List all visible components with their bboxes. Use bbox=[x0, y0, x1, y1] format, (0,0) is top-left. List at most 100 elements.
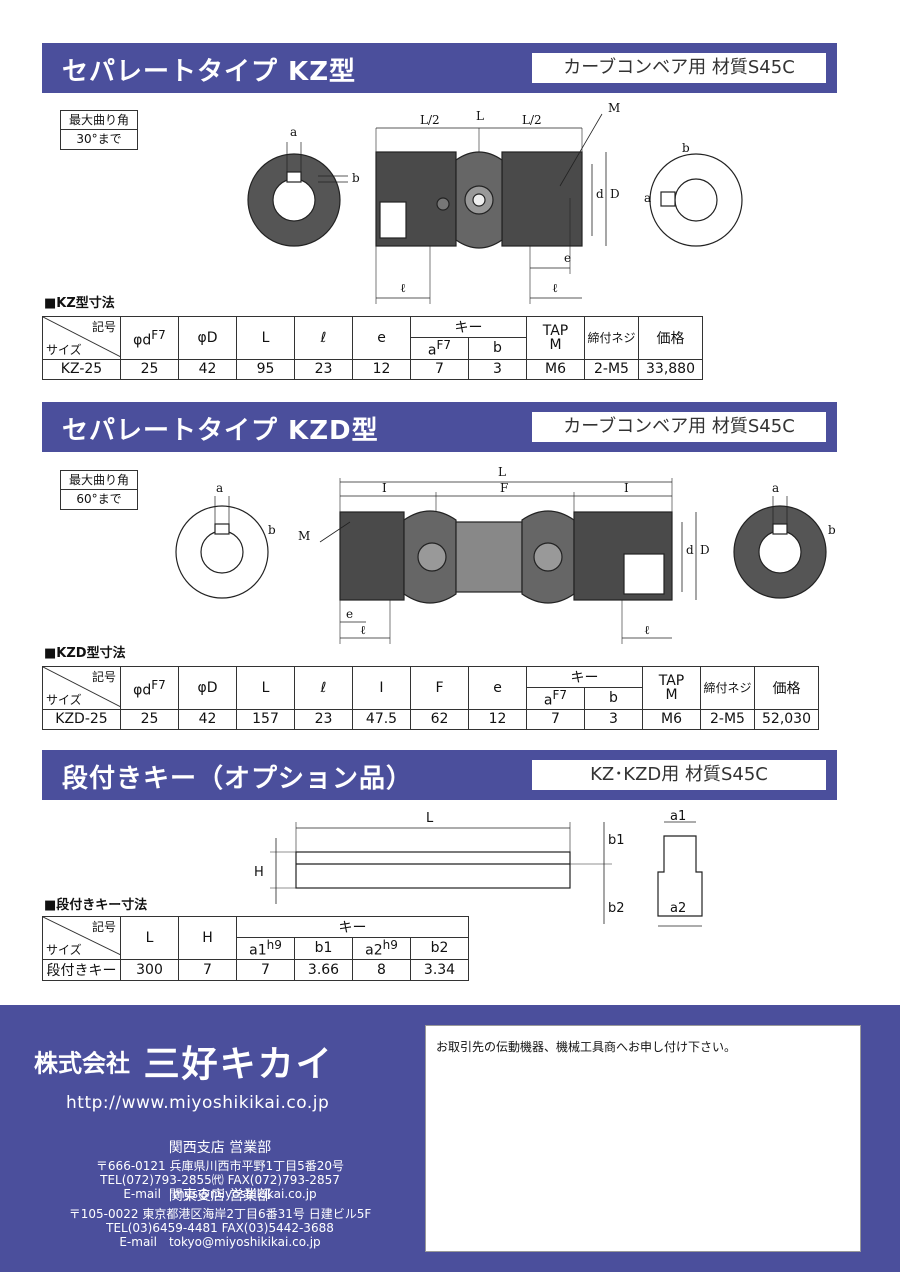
kz-cell-D: 42 bbox=[178, 358, 237, 380]
key-header-b2: b2 bbox=[410, 937, 469, 960]
kz-cell-l: 23 bbox=[294, 358, 353, 380]
key-header-corner: 記号 サイズ bbox=[42, 916, 121, 960]
kz-header-L: L bbox=[236, 316, 295, 360]
kz-header-l: ℓ bbox=[294, 316, 353, 360]
key-header-kigo: 記号 bbox=[91, 920, 116, 934]
kz-angle-value: 30°まで bbox=[76, 132, 122, 146]
kz-dim-b-right: b bbox=[682, 141, 690, 155]
key-dim-b1: b1 bbox=[608, 833, 625, 848]
contact-box: お取引先の伝動機器、機械工具商へお申し付け下さい。 bbox=[425, 1025, 861, 1252]
kzd-header-size: サイズ bbox=[46, 692, 82, 707]
kz-cell-d: 25 bbox=[120, 358, 179, 380]
kansai-address: 〒666-0121 兵庫県川西市平野1丁目5番20号 bbox=[95, 1159, 345, 1173]
key-cell-b1: 3.66 bbox=[294, 958, 353, 981]
kzd-cell-L: 157 bbox=[236, 708, 295, 730]
kanto-email[interactable]: E-mail tokyo@miyoshikikai.co.jp bbox=[119, 1235, 321, 1249]
kzd-angle-label: 最大曲り角 bbox=[61, 471, 137, 490]
kz-dim-a-right: a bbox=[644, 191, 651, 205]
kzd-dim-F: F bbox=[500, 481, 508, 495]
company-url[interactable]: http://www.miyoshikikai.co.jp bbox=[66, 1093, 330, 1113]
key-drawing: L H b1 b2 a1 a2 bbox=[254, 809, 703, 927]
kz-dim-l-left: ℓ bbox=[400, 281, 406, 295]
kansai-branch: 関西支店 営業部 〒666-0121 兵庫県川西市平野1丁目5番20号 TEL(… bbox=[30, 1141, 410, 1201]
kzd-dim-M: M bbox=[298, 529, 310, 543]
key-header-key: キー bbox=[236, 916, 469, 938]
kz-cell-b: 3 bbox=[468, 358, 527, 380]
kzd-dim-b-left: b bbox=[268, 523, 276, 537]
kz-dim-a-left: a bbox=[290, 125, 297, 139]
kansai-email[interactable]: E-mail mys@miyoshikikai.co.jp bbox=[123, 1187, 317, 1201]
kzd-drawing: L I F I M a b d D e ℓ ℓ a b bbox=[175, 465, 836, 644]
key-dim-a2: a2 bbox=[670, 901, 686, 916]
kz-header-screw: 締付ネジ bbox=[584, 316, 639, 360]
kz-cell-L: 95 bbox=[236, 358, 295, 380]
kz-dim-b-left: b bbox=[352, 171, 360, 185]
kz-header-kigo: 記号 bbox=[91, 320, 116, 334]
kz-header-a: aF7 bbox=[410, 337, 469, 360]
kzd-angle-value: 60°まで bbox=[76, 492, 122, 506]
kzd-cell-price: 52,030 bbox=[754, 708, 819, 730]
kzd-header-price: 価格 bbox=[754, 666, 819, 710]
kzd-angle-box: 最大曲り角 60°まで bbox=[60, 470, 138, 510]
kz-dim-title: ■KZ型寸法 bbox=[44, 296, 115, 311]
key-dim-b2: b2 bbox=[608, 901, 625, 916]
key-header-a1: a1h9 bbox=[236, 937, 295, 960]
kzd-dim-L: L bbox=[498, 465, 506, 479]
kzd-header-d: φdF7 bbox=[120, 666, 179, 710]
kzd-cell-a: 7 bbox=[526, 708, 585, 730]
kanto-branch: 関東支店 営業部 〒105-0022 東京都港区海岸2丁目6番31号 日建ビル5… bbox=[30, 1189, 410, 1249]
kz-dim-L2-right: L/2 bbox=[522, 113, 542, 127]
key-spec-table: 記号 サイズ L H キー a1h9 b1 a2h9 b2 段付きキー 300 … bbox=[42, 916, 469, 981]
kz-dim-d: d bbox=[596, 187, 604, 201]
footer: 株式会社 三好キカイ http://www.miyoshikikai.co.jp… bbox=[0, 1005, 900, 1272]
kz-drawing: L L/2 L/2 M a b d D e ℓ ℓ b a bbox=[247, 101, 743, 304]
company-name: 三好キカイ bbox=[143, 1044, 334, 1085]
kz-header-e: e bbox=[352, 316, 411, 360]
kz-header-key: キー bbox=[410, 316, 527, 338]
key-cell-H: 7 bbox=[178, 958, 237, 981]
kzd-header-e: e bbox=[468, 666, 527, 710]
kz-angle-box: 最大曲り角 30°まで bbox=[60, 110, 138, 150]
kzd-dim-a-left: a bbox=[216, 481, 223, 495]
kz-dim-L2-left: L/2 bbox=[420, 113, 440, 127]
kzd-header-screw: 締付ネジ bbox=[700, 666, 755, 710]
kzd-dim-e: e bbox=[346, 607, 353, 621]
kzd-dim-l-right: ℓ bbox=[644, 623, 650, 637]
kzd-cell-F: 62 bbox=[410, 708, 469, 730]
key-dim-L: L bbox=[426, 811, 434, 826]
kzd-cell-size: KZD-25 bbox=[42, 708, 121, 730]
kzd-header-L: L bbox=[236, 666, 295, 710]
kzd-header-l: ℓ bbox=[294, 666, 353, 710]
kzd-dim-D: D bbox=[700, 543, 710, 557]
kansai-tel: TEL(072)793-2855㈹ FAX(072)793-2857 bbox=[100, 1173, 340, 1187]
table-row: KZ-25 25 42 95 23 12 7 3 M6 2-M5 33,880 bbox=[42, 358, 703, 380]
kz-dim-e: e bbox=[564, 251, 571, 265]
kzd-header-F: F bbox=[410, 666, 469, 710]
kz-header-D: φD bbox=[178, 316, 237, 360]
kzd-header-I: I bbox=[352, 666, 411, 710]
kz-dim-D: D bbox=[610, 187, 620, 201]
key-title: 段付きキー（オプション品） bbox=[62, 764, 414, 794]
company-prefix: 株式会社 bbox=[34, 1049, 130, 1078]
kzd-dim-I-right: I bbox=[624, 481, 629, 495]
key-header-a2: a2h9 bbox=[352, 937, 411, 960]
key-cell-size: 段付きキー bbox=[42, 958, 121, 981]
kz-banner: セパレートタイプ KZ型 カーブコンベア用 材質S45C bbox=[42, 43, 837, 93]
kz-cell-e: 12 bbox=[352, 358, 411, 380]
kz-header-b: b bbox=[468, 337, 527, 360]
kanto-address: 〒105-0022 東京都港区海岸2丁目6番31号 日建ビル5F bbox=[68, 1207, 372, 1221]
contact-note: お取引先の伝動機器、機械工具商へお申し付け下さい。 bbox=[436, 1040, 737, 1054]
kz-dim-L: L bbox=[476, 109, 484, 123]
key-cell-a1: 7 bbox=[236, 958, 295, 981]
table-row: KZD-25 25 42 157 23 47.5 62 12 7 3 M6 2-… bbox=[42, 708, 819, 730]
kanto-tel: TEL(03)6459-4481 FAX(03)5442-3688 bbox=[106, 1221, 334, 1235]
kz-tag: カーブコンベア用 材質S45C bbox=[531, 52, 827, 84]
kz-cell-screw: 2-M5 bbox=[584, 358, 639, 380]
kz-header-corner: 記号 サイズ bbox=[42, 316, 121, 360]
kz-dim-M: M bbox=[608, 101, 620, 115]
kzd-dim-d: d bbox=[686, 543, 694, 557]
